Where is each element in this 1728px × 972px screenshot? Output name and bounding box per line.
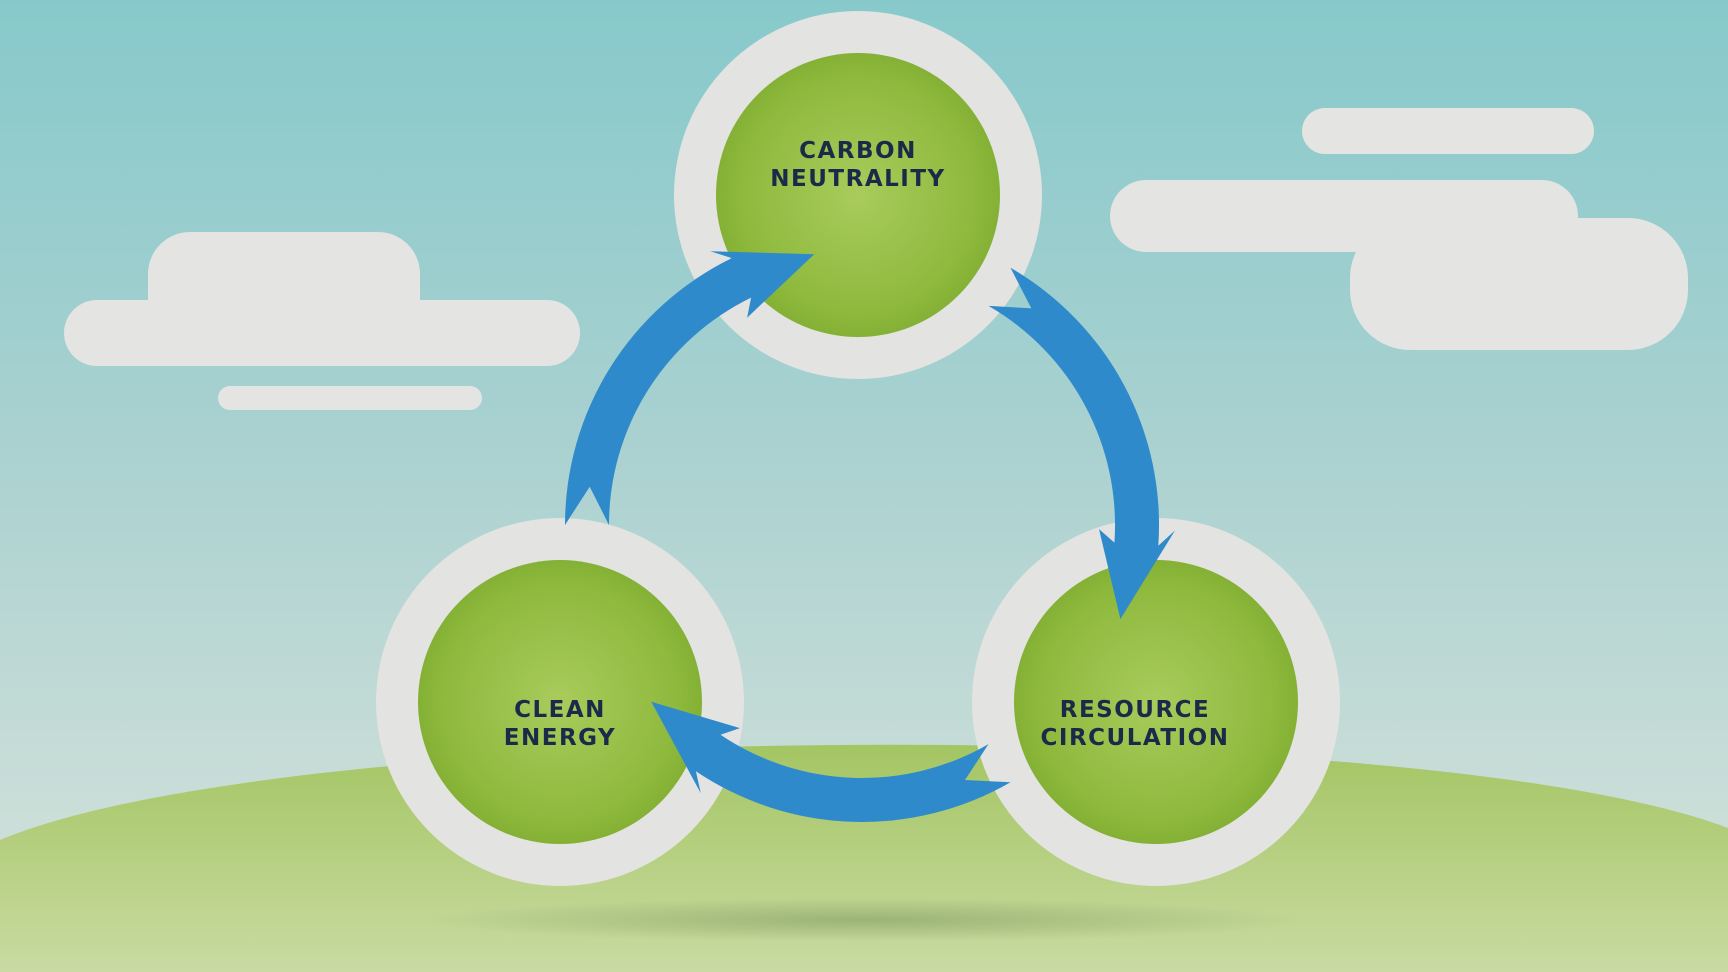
- arrow-clean-to-carbon: [565, 251, 815, 525]
- node-clean-label: CLEAN ENERGY: [420, 696, 700, 752]
- ground-shadow: [424, 898, 1304, 942]
- node-clean-line-2: ENERGY: [503, 725, 617, 751]
- node-resource-line-2: CIRCULATION: [1040, 725, 1230, 751]
- node-resource-line-1: RESOURCE: [1059, 697, 1211, 723]
- node-clean-line-1: CLEAN: [514, 697, 606, 723]
- node-carbon-line-1: CARBON: [799, 138, 917, 164]
- cloud-left: [64, 232, 580, 410]
- node-carbon-label: CARBON NEUTRALITY: [708, 137, 1008, 193]
- arrow-resource-to-clean: [651, 701, 1011, 822]
- node-resource-circle: [1014, 560, 1298, 844]
- node-carbon-line-2: NEUTRALITY: [770, 166, 946, 192]
- cycle-arrows: [565, 251, 1175, 822]
- node-resource-label: RESOURCE CIRCULATION: [990, 696, 1280, 752]
- arrow-carbon-to-resource: [988, 267, 1175, 620]
- cloud-right: [1110, 108, 1688, 350]
- node-clean-circle: [418, 560, 702, 844]
